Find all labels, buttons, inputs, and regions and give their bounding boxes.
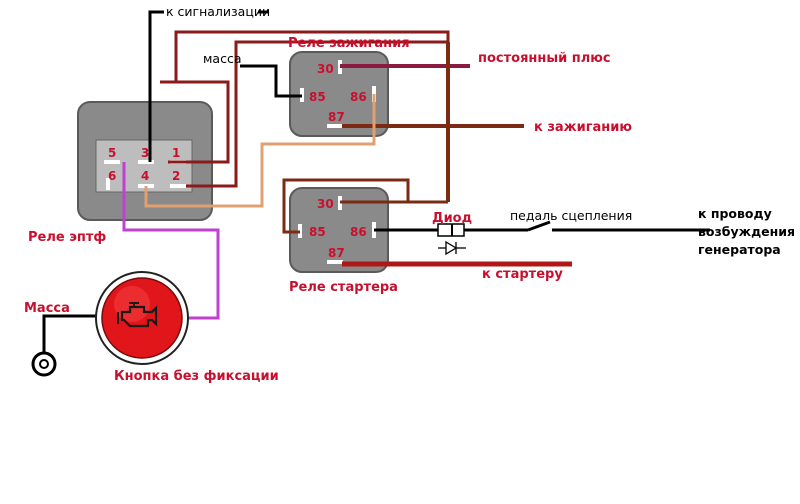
ecu-pin-6: 6: [108, 169, 116, 183]
label-diode: Диод: [432, 211, 472, 226]
ecu-relay: 5 3 1 6 4 2: [77, 101, 213, 221]
ecu-pin-5: 5: [108, 146, 116, 160]
st-pin-30: 30: [317, 197, 334, 211]
label-starter-relay: Реле стартера: [289, 280, 398, 295]
wire-starter-loop: [282, 178, 410, 234]
starter-relay: 30 85 86 87: [289, 187, 389, 273]
ign-pin-30: 30: [317, 62, 334, 76]
ign-pin-86: 86: [350, 90, 367, 104]
label-generator-1: к проводу: [698, 206, 772, 221]
wire-ecu-pin2-up: [186, 40, 448, 188]
ignition-relay: 30 85 86 87: [289, 51, 389, 137]
label-generator-2: возбуждения: [698, 224, 795, 239]
wire-orange: [144, 94, 376, 208]
engine-check-icon: [117, 302, 158, 328]
label-alarm: к сигнализации: [166, 4, 270, 19]
label-ground-top: масса: [203, 51, 242, 66]
diode-icon: [437, 223, 466, 256]
label-ground-left: Масса: [24, 301, 70, 316]
st-pin-85: 85: [309, 225, 326, 239]
st-pin-87: 87: [328, 246, 345, 260]
switch-icon: [527, 220, 551, 232]
label-clutch-pedal: педаль сцепления: [510, 208, 632, 223]
st-pin-86: 86: [350, 225, 367, 239]
label-ecu-relay: Реле эптф: [28, 230, 106, 245]
label-ignition-relay: Реле зажигания: [288, 36, 410, 51]
ecu-pin-1: 1: [172, 146, 180, 160]
label-generator-3: генератора: [698, 242, 781, 257]
start-button: [95, 271, 189, 365]
label-to-ignition: к зажиганию: [534, 120, 632, 135]
label-button: Кнопка без фиксации: [114, 369, 279, 384]
ecu-pin-3: 3: [141, 146, 149, 160]
ecu-pin-4: 4: [141, 169, 149, 183]
ign-pin-85: 85: [309, 90, 326, 104]
wire-ground-left: [42, 314, 96, 352]
label-to-starter: к стартеру: [482, 267, 563, 282]
wire-alarm: [148, 10, 164, 162]
wire-ecu1-top-loop: [160, 30, 450, 164]
ground-ring-icon: [31, 351, 57, 377]
ign-pin-87: 87: [328, 110, 345, 124]
ecu-pin-2: 2: [172, 169, 180, 183]
wire-ign-ground: [240, 64, 302, 98]
label-constant-plus: постоянный плюс: [478, 51, 611, 66]
wire-purple: [122, 162, 220, 320]
